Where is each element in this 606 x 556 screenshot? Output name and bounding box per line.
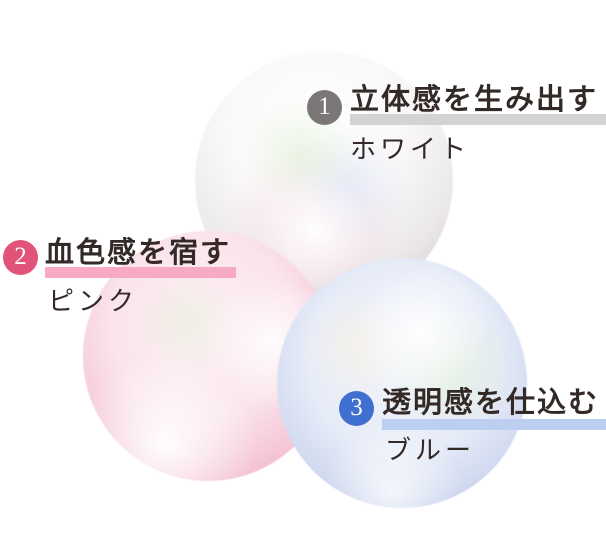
step-2-title: 血色感を宿す (45, 237, 232, 269)
step-3-subtitle: ブルー (385, 435, 476, 465)
step-3-underline (382, 419, 606, 430)
step-3-badge: 3 (339, 391, 374, 426)
step-3-title: 透明感を仕込む (382, 387, 600, 419)
step-2-underline (45, 267, 236, 278)
step-2-subtitle: ピンク (48, 286, 139, 316)
step-1-badge: 1 (307, 90, 342, 125)
step-1-subtitle: ホワイト (350, 134, 471, 164)
step-1-title: 立体感を生み出す (350, 84, 599, 116)
blue-pearl-sphere (277, 258, 527, 508)
step-2-badge: 2 (3, 240, 38, 275)
step-1-underline (350, 114, 606, 125)
